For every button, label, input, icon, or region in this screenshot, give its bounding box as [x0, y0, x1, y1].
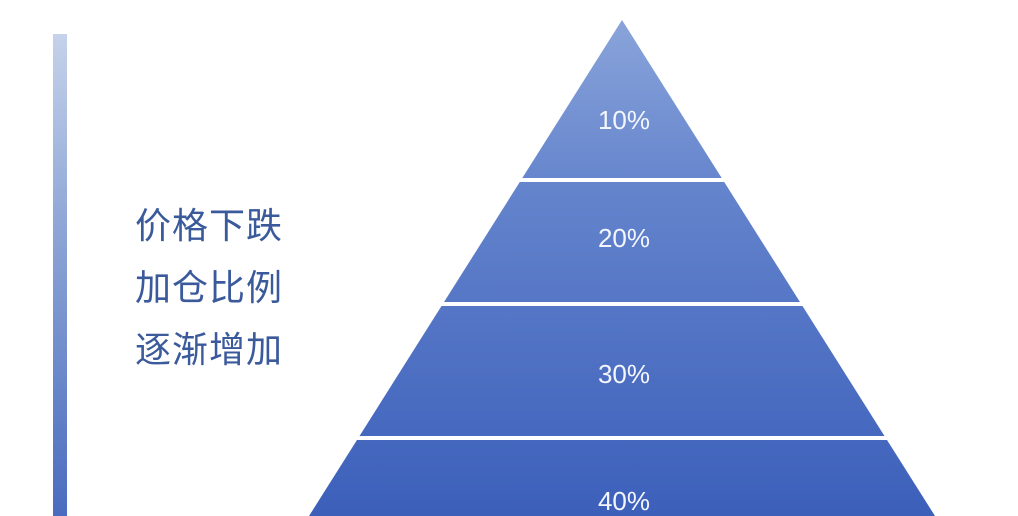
gradient-axis-bar: [53, 34, 67, 516]
caption-line-2: 加仓比例: [135, 268, 284, 309]
caption-text: 价格下跌 加仓比例 逐渐增加: [135, 196, 283, 382]
tier-label-4: 40%: [598, 486, 650, 516]
caption-line-3: 逐渐增加: [135, 330, 284, 371]
caption-line-1: 价格下跌: [135, 206, 284, 247]
tier-label-3: 30%: [598, 359, 650, 389]
tier-label-1: 10%: [598, 105, 650, 135]
tier-label-2: 20%: [598, 223, 650, 253]
pyramid-body: [309, 20, 935, 516]
